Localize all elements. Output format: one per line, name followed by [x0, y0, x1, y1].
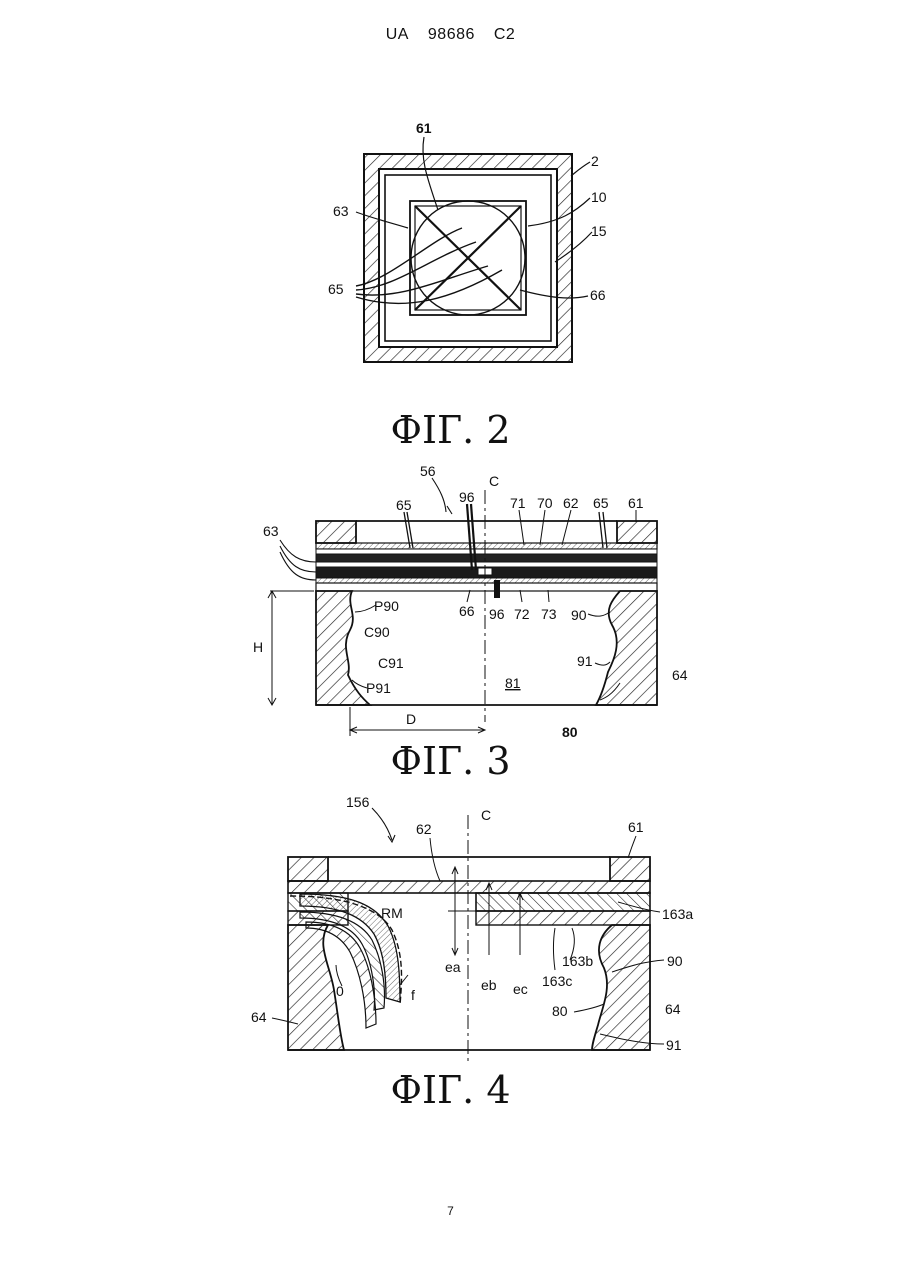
fig4-label-80: 80	[552, 1003, 568, 1019]
fig3-label-P91: P91	[366, 680, 391, 696]
fig4-label-f: f	[411, 987, 415, 1003]
fig3-label-63: 63	[263, 523, 279, 539]
fig3-label-C90: C90	[364, 624, 390, 640]
fig2-label-63: 63	[333, 203, 349, 219]
fig3-label-65-left: 65	[396, 497, 412, 513]
fig4-label-163b: 163b	[562, 953, 593, 969]
fig3-label-70: 70	[537, 495, 553, 511]
fig3-label-D: D	[406, 711, 416, 727]
fig4-label-64-left: 64	[251, 1009, 267, 1025]
figure-4-drawing	[272, 808, 664, 1062]
fig4-label-eb: eb	[481, 977, 497, 993]
fig3-label-P90: P90	[374, 598, 399, 614]
fig3-label-96-bottom: 96	[489, 606, 505, 622]
fig2-label-61: 61	[416, 120, 432, 136]
fig4-label-0: 0	[336, 983, 344, 999]
fig2-label-15: 15	[591, 223, 607, 239]
fig3-label-80: 80	[562, 724, 578, 740]
figure-4-caption: ФІГ. 4	[0, 1068, 901, 1112]
fig4-label-RM: RM	[381, 905, 403, 921]
fig3-label-64: 64	[672, 667, 688, 683]
fig3-label-96-top: 96	[459, 489, 475, 505]
fig2-label-2: 2	[591, 153, 599, 169]
fig3-label-62: 62	[563, 495, 579, 511]
fig4-label-91: 91	[666, 1037, 682, 1053]
fig3-label-91: 91	[577, 653, 593, 669]
fig3-label-72: 72	[514, 606, 530, 622]
fig2-label-65: 65	[328, 281, 344, 297]
fig3-label-C91: C91	[378, 655, 404, 671]
fig2-label-66: 66	[590, 287, 606, 303]
fig3-label-H: H	[253, 639, 263, 655]
fig4-label-61: 61	[628, 819, 644, 835]
fig3-label-66: 66	[459, 603, 475, 619]
fig3-label-C: C	[489, 473, 499, 489]
fig4-label-ea: ea	[445, 959, 461, 975]
fig4-label-156: 156	[346, 794, 370, 810]
fig3-label-90: 90	[571, 607, 587, 623]
figure-2-caption: ФІГ. 2	[0, 408, 901, 452]
fig4-label-ec: ec	[513, 981, 528, 997]
fig3-label-65-right: 65	[593, 495, 609, 511]
fig3-label-73: 73	[541, 606, 557, 622]
fig4-label-64-right: 64	[665, 1001, 681, 1017]
fig3-label-61: 61	[628, 495, 644, 511]
fig4-label-62: 62	[416, 821, 432, 837]
fig3-label-56: 56	[420, 463, 436, 479]
figure-3-caption: ФІГ. 3	[0, 739, 901, 783]
page-number: 7	[0, 1204, 901, 1218]
fig3-label-71: 71	[510, 495, 526, 511]
fig4-label-C: C	[481, 807, 491, 823]
fig4-label-90: 90	[667, 953, 683, 969]
fig2-label-10: 10	[591, 189, 607, 205]
figure-2-drawing	[356, 137, 592, 362]
fig4-label-163c: 163c	[542, 973, 572, 989]
fig3-label-81: 81	[505, 675, 521, 691]
fig4-label-163a: 163a	[662, 906, 693, 922]
